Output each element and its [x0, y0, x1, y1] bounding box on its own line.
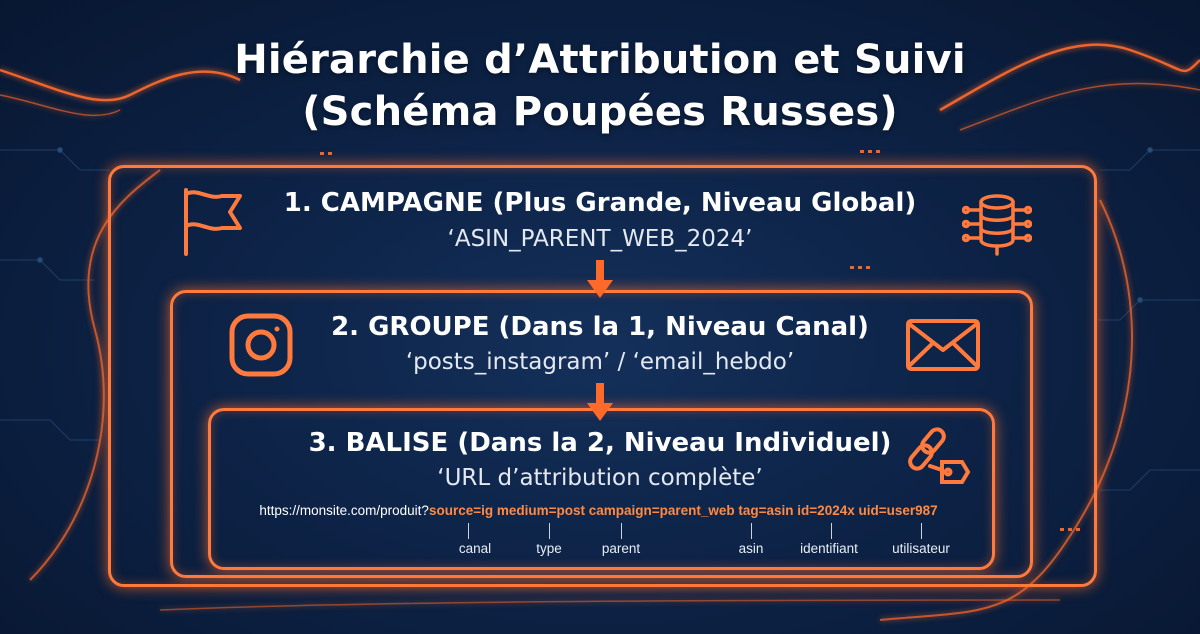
- flag-icon: [184, 188, 242, 256]
- tag-example: ‘URL d’attribution complète’: [437, 465, 763, 491]
- chain-link-tag-icon: [908, 427, 971, 484]
- param-tick: [621, 523, 622, 539]
- page-title: Hiérarchie d’Attribution et Suivi (Schém…: [0, 34, 1200, 138]
- param-tick: [751, 523, 752, 539]
- url-base: https://monsite.com/produit?: [259, 503, 429, 518]
- group-example: ‘posts_instagram’ / ‘email_hebdo’: [405, 349, 795, 375]
- mail-icon: [906, 319, 980, 371]
- campaign-example: ‘ASIN_PARENT_WEB_2024’: [447, 226, 753, 252]
- param-label-parent: parent: [601, 541, 641, 556]
- param-label-asin: asin: [738, 541, 764, 556]
- param-label-type: type: [536, 541, 562, 556]
- group-title: 2. GROUPE (Dans la 1, Niveau Canal): [331, 312, 869, 342]
- arrow-down-icon: [587, 260, 613, 298]
- database-icon: [962, 194, 1032, 256]
- url-params: source=ig medium=post campaign=parent_we…: [428, 503, 938, 518]
- param-label-utilisateur: utilisateur: [892, 541, 950, 556]
- campaign-title: 1. CAMPAGNE (Plus Grande, Niveau Global): [283, 188, 917, 218]
- attribution-url: https://monsite.com/produit?source=ig me…: [208, 503, 989, 518]
- param-label-canal: canal: [458, 541, 492, 556]
- campaign-box: [108, 165, 1097, 587]
- param-tick: [549, 523, 550, 539]
- param-tick: [831, 523, 832, 539]
- param-tick: [921, 523, 922, 539]
- tag-title: 3. BALISE (Dans la 2, Niveau Individuel): [308, 428, 892, 458]
- instagram-icon: [229, 313, 293, 377]
- title-line-1: Hiérarchie d’Attribution et Suivi: [234, 37, 966, 83]
- param-tick: [468, 523, 469, 539]
- arrow-down-icon: [587, 383, 613, 421]
- title-line-2: (Schéma Poupées Russes): [302, 89, 898, 135]
- param-label-identifiant: identifiant: [800, 541, 858, 556]
